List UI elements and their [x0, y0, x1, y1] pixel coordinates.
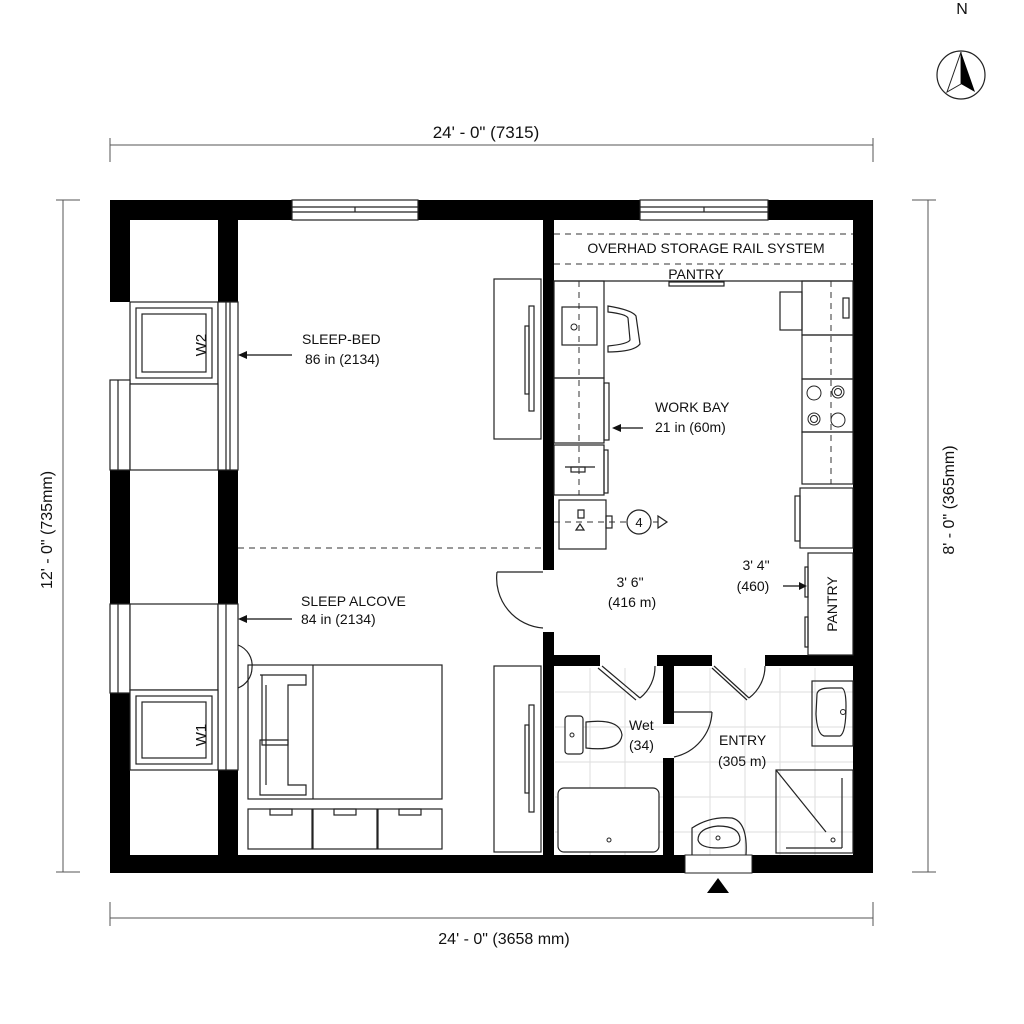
- wet-room: Wet (34): [557, 665, 660, 853]
- window-top-right: [639, 199, 769, 221]
- sleep-bed-size: 86 in (2134): [305, 351, 380, 367]
- right-dim-mm: (460): [737, 578, 770, 594]
- wet-size: (34): [629, 737, 654, 753]
- overhead-storage: OVERHAD STORAGE RAIL SYSTEM PANTRY: [554, 233, 853, 287]
- pantry-top-label: PANTRY: [668, 266, 724, 282]
- entry-marker-icon: [684, 854, 753, 893]
- right-dim-ft: 3' 4": [742, 557, 769, 573]
- work-bay-label: WORK BAY: [655, 399, 730, 415]
- dimension-right: 8' - 0" (365mm): [912, 199, 958, 873]
- door-main: [496, 571, 544, 629]
- entry-size: (305 m): [718, 753, 766, 769]
- sleep-alcove-size: 84 in (2134): [301, 611, 376, 627]
- work-bay-size: 21 in (60m): [655, 419, 726, 435]
- window-label-w1: W1: [193, 724, 210, 747]
- window-unit-w2: W2: [109, 301, 239, 471]
- center-dim-ft: 3' 6": [616, 574, 643, 590]
- section-tag-number: 4: [635, 515, 642, 530]
- under-bed-drawers: [247, 808, 443, 850]
- overhead-storage-label: OVERHAD STORAGE RAIL SYSTEM: [587, 240, 824, 256]
- sleep-alcove-label: SLEEP ALCOVE: [301, 593, 406, 609]
- entry-label: ENTRY: [719, 732, 767, 748]
- dimension-left: 12' - 0" (735mm): [39, 199, 80, 873]
- wardrobe-lower: [493, 665, 542, 853]
- sleep-bed-callout: SLEEP-BED 86 in (2134): [238, 331, 381, 367]
- sleep-bed-label: SLEEP-BED: [302, 331, 381, 347]
- section-tag-icon: 4: [626, 509, 669, 535]
- work-bay-callout: WORK BAY 21 in (60m): [612, 399, 730, 435]
- dimension-bottom: 24' - 0" (3658 mm): [109, 902, 874, 948]
- dimension-top-label: 24' - 0" (7315): [433, 123, 540, 142]
- wardrobe-upper: [493, 278, 542, 440]
- center-dimension: 3' 6" (416 m): [608, 574, 656, 610]
- window-unit-w1: W1: [109, 603, 253, 771]
- pantry-side-label: PANTRY: [824, 576, 840, 632]
- dimension-right-label: 8' - 0" (365mm): [941, 445, 958, 554]
- left-counter: [553, 280, 664, 550]
- right-dimension-callout: 3' 4" (460): [737, 557, 807, 594]
- exterior-walls: [110, 200, 873, 873]
- dimension-top: 24' - 0" (7315): [109, 123, 874, 162]
- window-top-left: [291, 199, 419, 221]
- center-dim-mm: (416 m): [608, 594, 656, 610]
- wet-label: Wet: [629, 717, 654, 733]
- north-label: N: [956, 1, 968, 18]
- bed: [247, 664, 443, 800]
- entry-room: ENTRY (305 m): [673, 665, 854, 856]
- north-arrow-icon: N: [936, 1, 986, 100]
- dimension-left-label: 12' - 0" (735mm): [39, 471, 56, 589]
- dimension-bottom-label: 24' - 0" (3658 mm): [438, 931, 569, 948]
- window-label-w2: W2: [193, 334, 210, 357]
- right-counter: PANTRY: [779, 280, 854, 656]
- sleep-alcove-callout: SLEEP ALCOVE 84 in (2134): [238, 593, 406, 627]
